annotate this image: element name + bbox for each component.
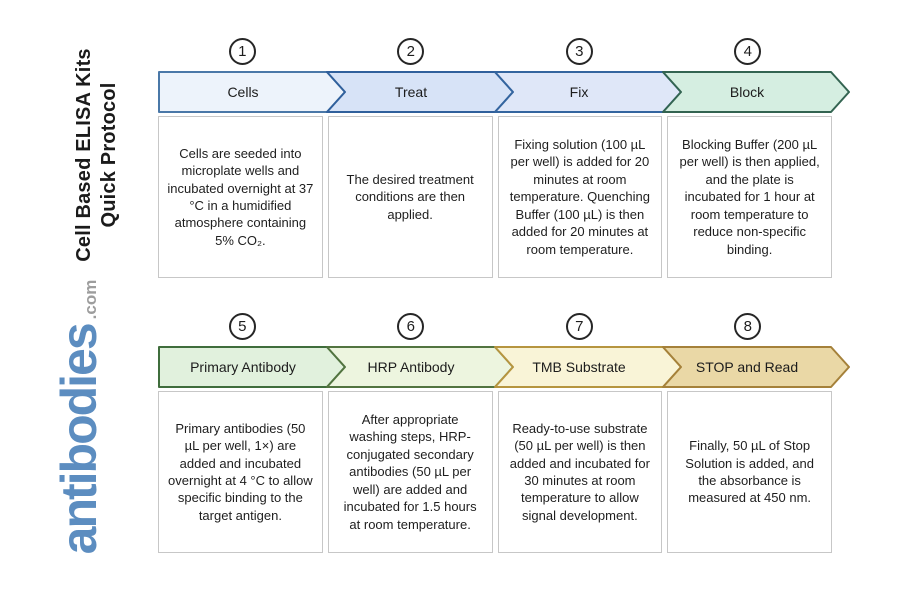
- step-number-row-1: 1 2 3 4: [158, 36, 832, 66]
- description-text-block: Blocking Buffer (200 µL per well) is the…: [679, 137, 820, 257]
- description-box-block: Blocking Buffer (200 µL per well) is the…: [667, 116, 832, 278]
- arrow-shapes-row-2: [158, 346, 850, 388]
- step-number-badge-5: 5: [228, 312, 256, 340]
- step-number-badge-4: 4: [734, 37, 762, 65]
- arrow-shapes-row-1: [158, 71, 850, 113]
- step-number-badge-6: 6: [397, 312, 425, 340]
- arrow-label-treat: Treat: [394, 84, 428, 100]
- arrow-band-1: Cells Treat Fix Block: [158, 70, 850, 114]
- brand-logo: antibodies .com: [50, 262, 130, 572]
- description-text-primary-antibody: Primary antibodies (50 µL per well, 1×) …: [168, 420, 313, 523]
- description-box-primary-antibody: Primary antibodies (50 µL per well, 1×) …: [158, 391, 323, 553]
- step-number-badge-8: 8: [734, 312, 762, 340]
- arrow-labels-row-1: Cells Treat Fix Block: [159, 72, 831, 112]
- description-box-fix: Fixing solution (100 µL per well) is add…: [497, 116, 663, 278]
- description-text-treat: The desired treatment conditions are the…: [346, 171, 474, 222]
- step-number-badge-2: 2: [397, 37, 425, 65]
- page-title-line2: Quick Protocol: [98, 82, 120, 228]
- step-number-4: 4: [743, 42, 752, 60]
- description-text-tmb-substrate: Ready-to-use substrate (50 µL per well) …: [509, 420, 650, 523]
- arrow-label-fix: Fix: [569, 84, 589, 100]
- step-number-7: 7: [575, 317, 584, 335]
- description-text-stop-and-read: Finally, 50 µL of Stop Solution is added…: [685, 438, 814, 506]
- arrow-shape-stop-and-read: [662, 346, 850, 388]
- description-row-2: Primary antibodies (50 µL per well, 1×) …: [158, 391, 832, 553]
- brand-logo-suffix: .com: [81, 279, 100, 320]
- step-number-2: 2: [406, 42, 415, 60]
- protocol-row-2: 5 6 7 8 Primary Antibody HRP Antibody TM…: [158, 311, 850, 553]
- step-number-1: 1: [238, 42, 247, 60]
- description-row-1: Cells are seeded into microplate wells a…: [158, 116, 832, 278]
- step-number-badge-3: 3: [565, 37, 593, 65]
- description-text-fix: Fixing solution (100 µL per well) is add…: [509, 137, 650, 257]
- step-number-badge-7: 7: [565, 312, 593, 340]
- arrow-label-stop-and-read: STOP and Read: [695, 359, 799, 375]
- page-title: Cell Based ELISA Kits Quick Protocol: [69, 25, 125, 285]
- description-box-hrp-antibody: After appropriate washing steps, HRP-con…: [327, 391, 493, 553]
- step-number-8: 8: [743, 317, 752, 335]
- step-number-badge-1: 1: [228, 37, 256, 65]
- description-box-stop-and-read: Finally, 50 µL of Stop Solution is added…: [667, 391, 832, 553]
- step-number-3: 3: [575, 42, 584, 60]
- description-box-treat: The desired treatment conditions are the…: [327, 116, 493, 278]
- arrow-label-hrp-antibody: HRP Antibody: [367, 359, 455, 375]
- arrow-label-cells: Cells: [227, 84, 259, 100]
- protocol-row-1: 1 2 3 4 Cells Treat Fix Block Cells are …: [158, 36, 850, 278]
- description-text-cells: Cells are seeded into microplate wells a…: [167, 145, 314, 248]
- arrow-band-2: Primary Antibody HRP Antibody TMB Substr…: [158, 345, 850, 389]
- step-number-6: 6: [406, 317, 415, 335]
- page-title-line1: Cell Based ELISA Kits: [73, 48, 95, 262]
- arrow-shape-block: [662, 71, 850, 113]
- description-box-tmb-substrate: Ready-to-use substrate (50 µL per well) …: [497, 391, 663, 553]
- description-box-cells: Cells are seeded into microplate wells a…: [158, 116, 323, 278]
- step-number-row-2: 5 6 7 8: [158, 311, 832, 341]
- arrow-label-tmb-substrate: TMB Substrate: [532, 359, 626, 375]
- description-text-hrp-antibody: After appropriate washing steps, HRP-con…: [343, 412, 477, 532]
- brand-logo-name: antibodies: [51, 324, 107, 555]
- arrow-label-block: Block: [729, 84, 765, 100]
- step-number-5: 5: [238, 317, 247, 335]
- arrow-label-primary-antibody: Primary Antibody: [190, 359, 296, 375]
- arrow-labels-row-2: Primary Antibody HRP Antibody TMB Substr…: [159, 347, 831, 387]
